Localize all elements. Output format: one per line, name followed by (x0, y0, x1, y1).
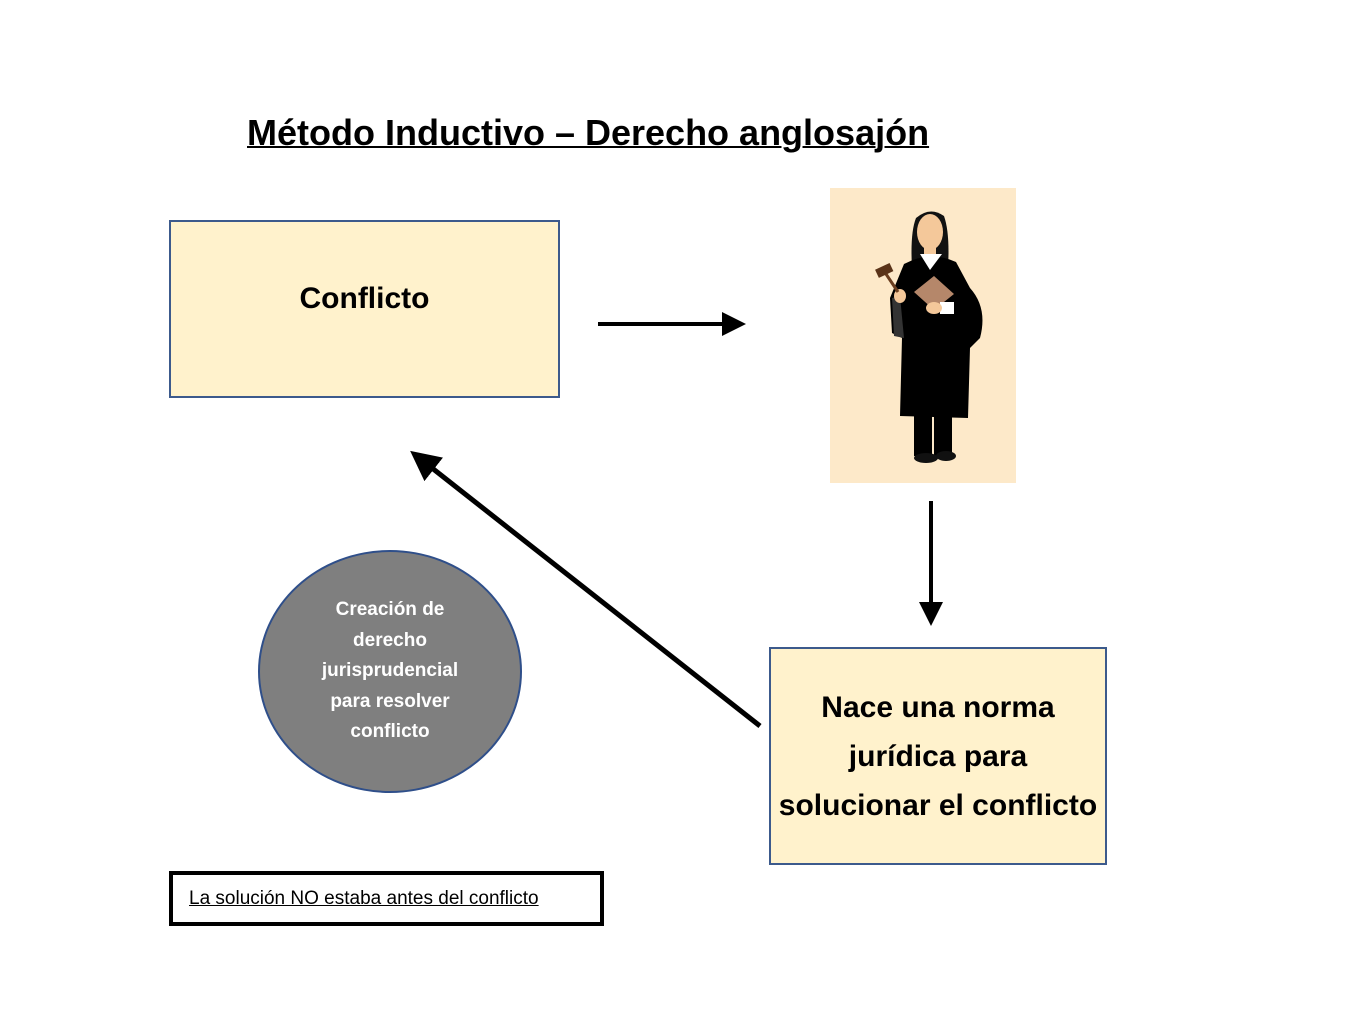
note-box: La solución NO estaba antes del conflict… (169, 871, 604, 926)
jurisprudence-circle: Creación de derecho jurisprudencial para… (258, 550, 522, 793)
arrow-back (410, 450, 762, 728)
norma-box: Nace una norma jurídica para solucionar … (769, 647, 1107, 865)
conflict-label: Conflicto (299, 282, 430, 315)
circle-label: Creación de derecho jurisprudencial para… (321, 599, 459, 743)
judge-icon (875, 211, 983, 463)
judge-image (830, 188, 1016, 483)
conflict-box: Conflicto (169, 220, 560, 398)
note-label: La solución NO estaba antes del conflict… (189, 887, 539, 909)
diagram-title: Método Inductivo – Derecho anglosajón (247, 112, 930, 153)
norma-label: Nace una norma jurídica para solucionar … (778, 690, 1098, 822)
